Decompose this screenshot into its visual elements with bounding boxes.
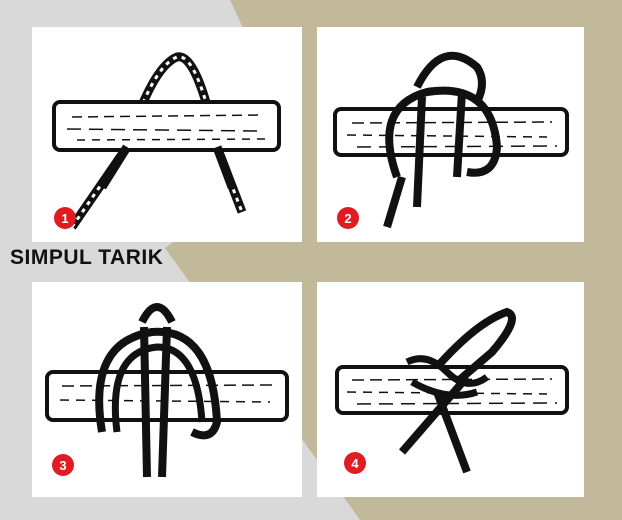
step-badge-2: 2 [337, 207, 359, 229]
step-badge-4: 4 [344, 452, 366, 474]
step-badge-1: 1 [54, 207, 76, 229]
page-title: SIMPUL TARIK [10, 246, 163, 270]
rope-loop-around-log-icon [317, 27, 584, 242]
step-panel-3: 3 [32, 282, 302, 497]
step-panel-1: 1 [32, 27, 302, 242]
step-badge-3: 3 [52, 454, 74, 476]
step-panel-2: 2 [317, 27, 584, 242]
step-panel-4: 4 [317, 282, 584, 497]
